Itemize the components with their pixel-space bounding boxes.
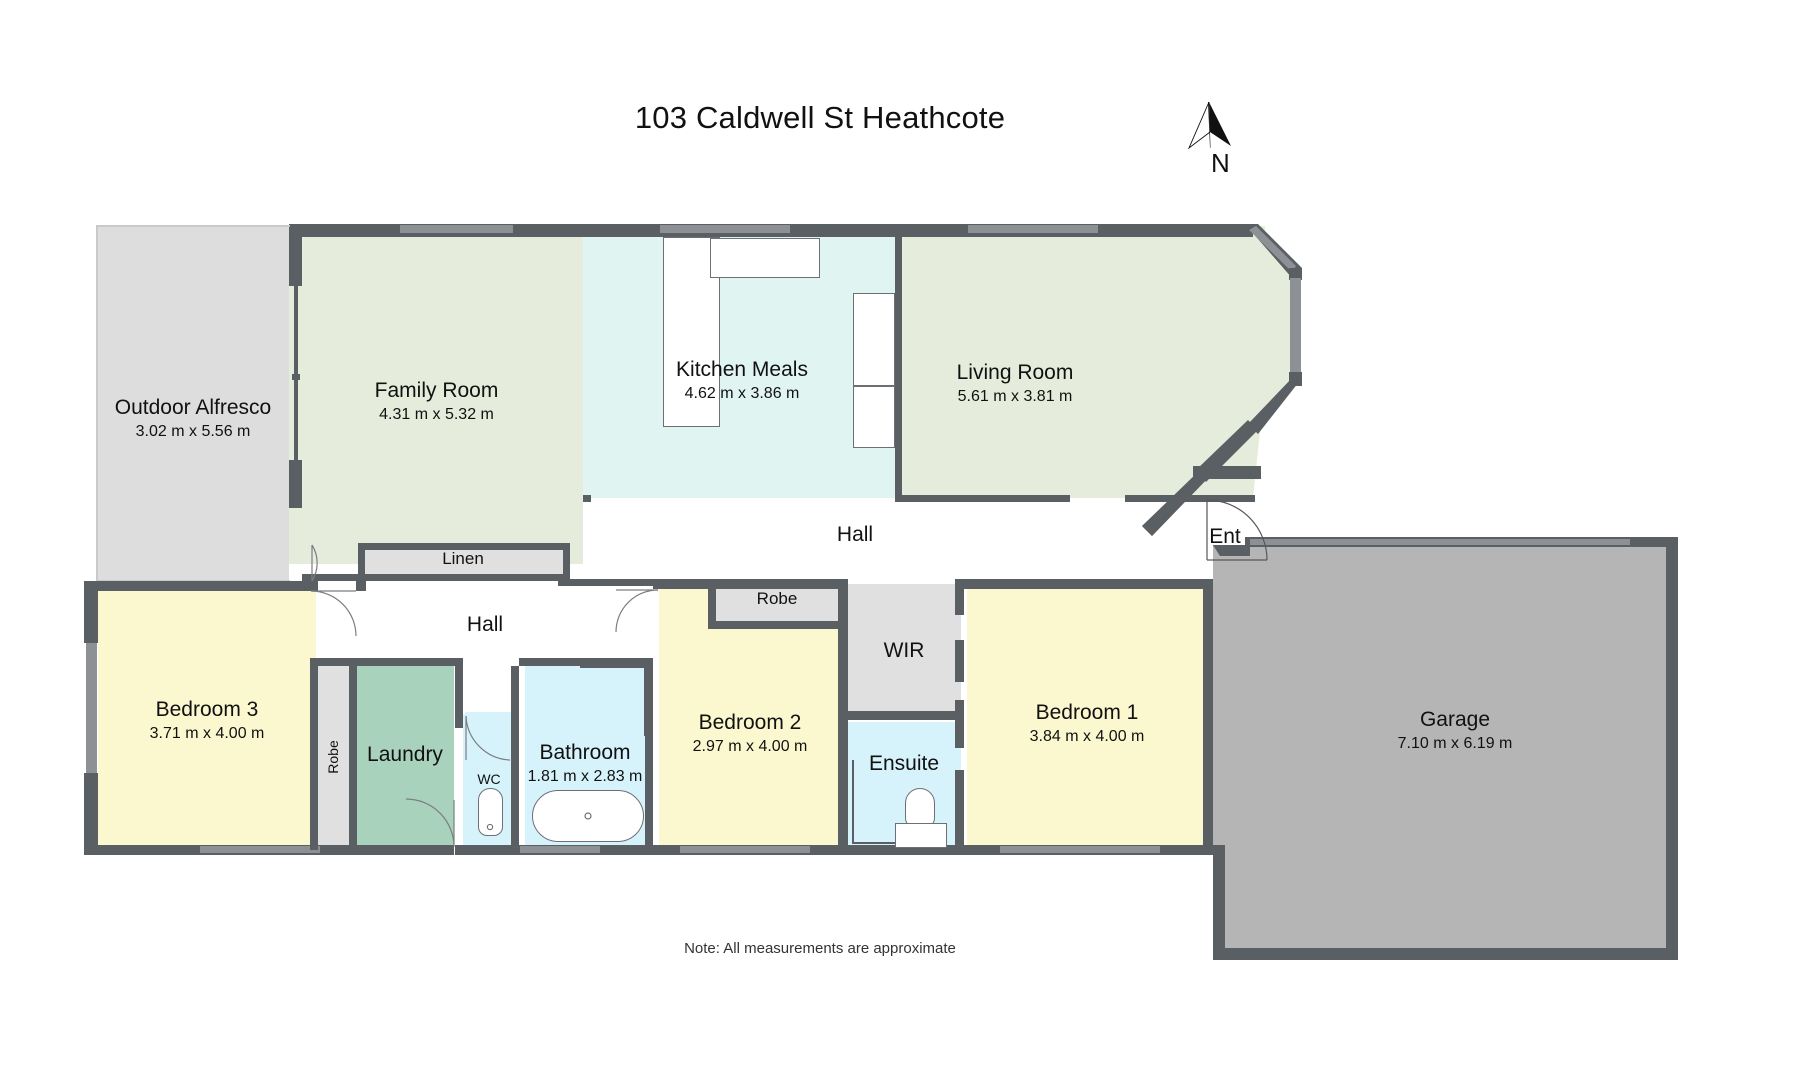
wall-linen-right <box>563 543 570 581</box>
wall-family-left-mid <box>292 374 300 380</box>
wall-garage-bottom <box>1213 948 1678 960</box>
alfresco-edge-top <box>96 225 290 227</box>
bathtub <box>532 790 644 842</box>
shower-screen-ensuite-v <box>852 760 854 844</box>
wall-lower-block-top-mid <box>356 581 366 591</box>
shower-screen-bathroom <box>580 666 645 668</box>
wall-living-bottom <box>895 495 1070 502</box>
wall-wir-right-mid <box>955 640 964 682</box>
kitchen-bench-top <box>710 238 820 278</box>
space-hall-lower <box>356 584 653 664</box>
wall-wc-right-stub <box>511 666 519 714</box>
room-living-room <box>900 226 1253 498</box>
wall-laundry-right-lower <box>455 712 463 728</box>
wall-hall-lower-top <box>558 579 676 586</box>
shower-screen-ensuite-h <box>852 842 912 844</box>
wall-robe-bed2-left <box>708 579 716 627</box>
wall-outer-left <box>84 581 98 643</box>
wall-family-bottom <box>302 574 570 581</box>
wall-linen-left <box>358 543 365 581</box>
wall-lower-block-top-left <box>84 581 318 591</box>
wall-garage-left-lower <box>1213 845 1225 960</box>
window-bedroom2-bottom <box>680 846 810 853</box>
wall-outer-bottom-ensuite <box>845 845 965 855</box>
closet-robe-bedroom-2 <box>714 584 840 626</box>
shower-screen-bathroom-side <box>644 666 646 736</box>
wall-wir-left <box>838 579 848 719</box>
kitchen-pantry-upper <box>853 293 895 386</box>
wall-robe-bed3-right <box>349 658 357 850</box>
wall-outer-left-lower <box>84 773 98 853</box>
wall-bedroom2-top <box>653 579 843 589</box>
wall-family-left-upper <box>289 224 302 286</box>
alfresco-edge-bottom <box>96 580 290 582</box>
wall-ensuite-right-upper <box>955 700 964 748</box>
wall-laundry-top <box>349 658 463 666</box>
window-family-top <box>400 225 513 233</box>
wall-ensuite-left <box>838 711 848 851</box>
wall-linen-top <box>358 543 570 550</box>
room-family-room <box>289 226 584 564</box>
wall-wir-right-upper <box>955 579 964 615</box>
footer-note: Note: All measurements are approximate <box>684 940 956 957</box>
garage-door <box>1250 539 1630 545</box>
space-entry <box>1207 500 1213 584</box>
closet-linen <box>360 545 566 578</box>
wall-robe-bed3-left <box>310 658 318 850</box>
wall-ensuite-right-lower <box>955 770 964 852</box>
room-garage <box>1213 545 1678 960</box>
window-alfresco-divider-1 <box>294 286 298 374</box>
room-laundry <box>356 662 454 854</box>
window-bedroom1-bottom <box>1000 846 1160 853</box>
wall-garage-right <box>1666 537 1678 960</box>
kitchen-pantry-lower <box>853 386 895 448</box>
window-bedroom3-bottom <box>200 846 320 853</box>
toilet-wc <box>478 788 503 836</box>
wall-wir-bottom <box>838 711 963 720</box>
wall-bedroom1-top <box>960 579 1210 589</box>
room-bedroom-3 <box>98 584 316 846</box>
wall-robe-bed2-bottom <box>708 621 840 629</box>
space-hall-upper <box>583 498 1207 584</box>
page-title: 103 Caldwell St Heathcote <box>634 100 1006 135</box>
window-bathroom-bottom <box>520 846 600 853</box>
wall-family-left-bottom <box>289 470 302 508</box>
vanity-ensuite <box>895 823 947 848</box>
window-bedroom3-left <box>86 643 97 773</box>
wall-wc-right <box>511 712 519 848</box>
wall-laundry-right-upper <box>455 666 463 714</box>
wall-kitchen-bottom-left <box>583 495 591 502</box>
compass-rose: N <box>1185 90 1265 190</box>
wall-kitchen-living-divider <box>895 230 902 502</box>
closet-robe-bedroom-3 <box>316 662 351 846</box>
room-bedroom-1 <box>967 584 1207 846</box>
wall-bathroom-right <box>645 658 653 850</box>
compass-north-label: N <box>1211 148 1230 178</box>
wall-bedroom1-right <box>1203 579 1213 855</box>
north-arrow-icon <box>1187 101 1231 150</box>
window-alfresco-divider-2 <box>294 380 298 460</box>
closet-wir <box>847 584 961 716</box>
room-outdoor-alfresco <box>97 226 289 581</box>
wall-outer-bottom-laundry <box>356 845 454 855</box>
wall-robe-bed3-top <box>310 658 357 666</box>
alfresco-edge-left <box>96 226 98 582</box>
wall-living-bottom-right <box>1125 495 1255 502</box>
window-kitchen-top <box>660 225 790 233</box>
window-living-top <box>968 225 1098 233</box>
wall-bathroom-top <box>519 658 653 666</box>
toilet-ensuite <box>905 788 935 828</box>
